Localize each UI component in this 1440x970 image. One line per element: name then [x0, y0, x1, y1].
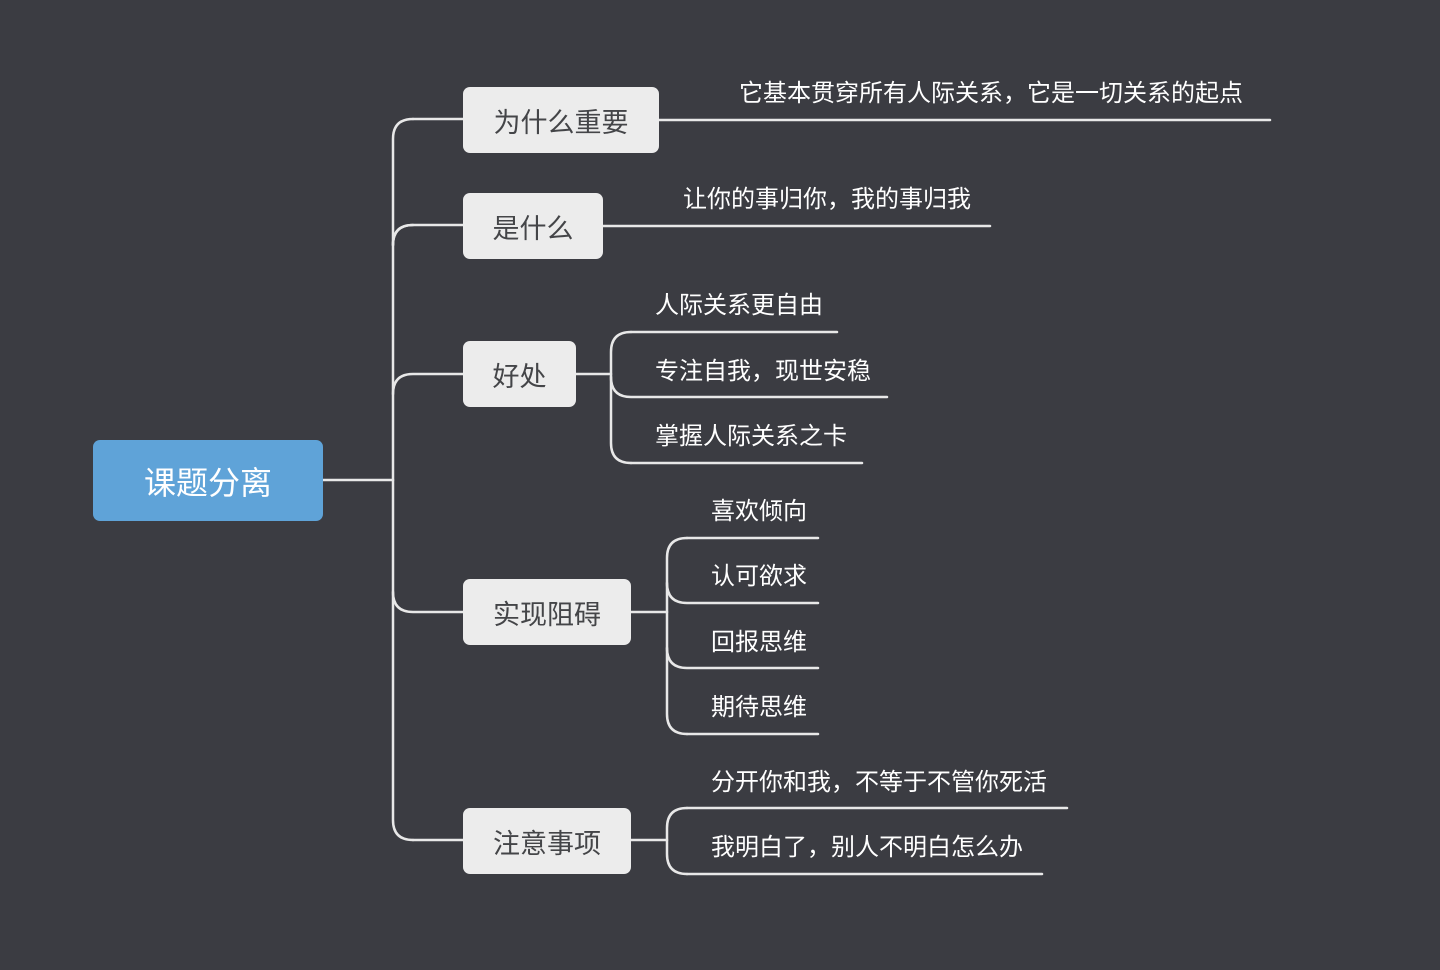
branch-node-why-important[interactable]: 为什么重要: [463, 87, 659, 153]
root-node-label: 课题分离: [143, 463, 272, 502]
leaf-node[interactable]: 喜欢倾向: [711, 497, 807, 525]
branch-label: 是什么: [492, 213, 574, 245]
branch-connector-4: [391, 590, 465, 614]
leaf-node[interactable]: 专注自我，现世安稳: [655, 357, 871, 385]
branch-label: 实现阻碍: [493, 599, 601, 631]
root-node[interactable]: 课题分离: [93, 440, 323, 521]
branch-connector-2b: [391, 223, 465, 247]
leaf-line-3-2: [609, 375, 889, 399]
leaf-node[interactable]: 掌握人际关系之卡: [655, 422, 847, 450]
leaf-node[interactable]: 让你的事归你，我的事归我: [683, 185, 971, 213]
leaf-bracket-3: [609, 330, 633, 465]
branch-node-what-is[interactable]: 是什么: [463, 193, 603, 259]
leaf-node[interactable]: 回报思维: [711, 628, 807, 656]
branch-label: 注意事项: [493, 828, 601, 860]
branch-connector-3: [391, 372, 465, 396]
branch-node-notes[interactable]: 注意事项: [463, 808, 631, 874]
leaf-node[interactable]: 我明白了，别人不明白怎么办: [711, 833, 1023, 861]
branch-node-obstacles[interactable]: 实现阻碍: [463, 579, 631, 645]
leaf-node[interactable]: 分开你和我，不等于不管你死活: [711, 768, 1047, 796]
leaf-node[interactable]: 它基本贯穿所有人际关系，它是一切关系的起点: [739, 79, 1243, 107]
branch-label: 好处: [492, 361, 547, 393]
leaf-node[interactable]: 认可欲求: [711, 562, 807, 590]
trunk-line: [391, 117, 415, 842]
leaf-bracket-5: [665, 806, 689, 876]
leaf-line-4-2: [665, 581, 820, 605]
leaf-bracket-4: [665, 536, 689, 736]
leaf-node[interactable]: 人际关系更自由: [655, 291, 823, 319]
leaf-line-4-3: [665, 646, 820, 670]
leaf-node[interactable]: 期待思维: [711, 693, 807, 721]
branch-label: 为什么重要: [493, 107, 629, 139]
branch-node-benefits[interactable]: 好处: [463, 341, 576, 407]
